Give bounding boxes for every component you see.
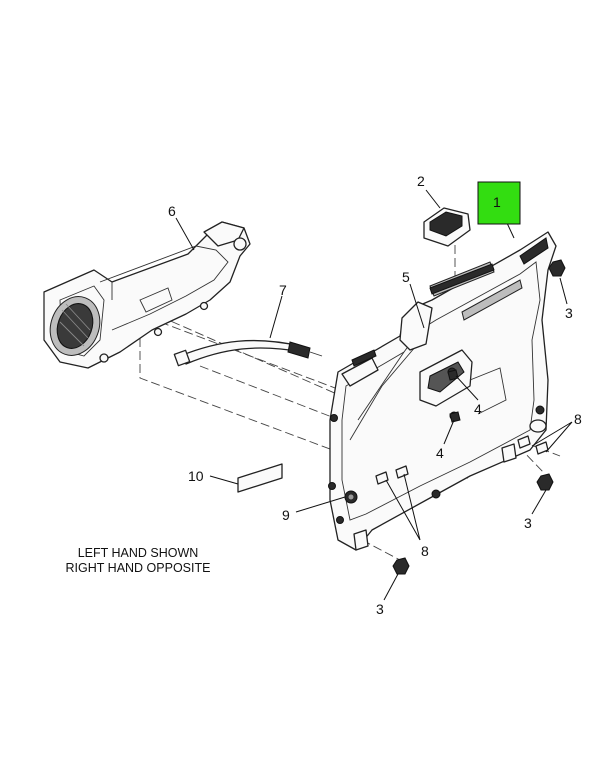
callout-3-right: 3 (524, 515, 532, 531)
callout-4-upper: 4 (474, 401, 482, 417)
callout-5: 5 (402, 269, 410, 285)
callout-7: 7 (279, 282, 287, 298)
push-nut-parts (392, 259, 566, 575)
clip-parts-8 (375, 435, 549, 485)
callout-9: 9 (282, 507, 290, 523)
callout-1: 1 (493, 194, 501, 210)
callout-3-top-right: 3 (565, 305, 573, 321)
wiring-harness-part (173, 339, 323, 367)
handle-insert-part (423, 207, 471, 247)
callout-8-right: 8 (574, 411, 582, 427)
door-trim-panel-part (328, 231, 557, 551)
callout-10: 10 (188, 468, 204, 484)
note-line-2: RIGHT HAND OPPOSITE (66, 561, 211, 575)
callout-6: 6 (168, 203, 176, 219)
callout-numbers: 1 2 3 3 3 4 4 5 6 7 8 8 9 10 (168, 173, 582, 617)
callout-4-lower: 4 (436, 445, 444, 461)
note-line-1: LEFT HAND SHOWN (78, 546, 199, 560)
callout-8-bottom: 8 (421, 543, 429, 559)
callout-2: 2 (417, 173, 425, 189)
clip-part-9 (344, 490, 358, 504)
callout-1-highlight (477, 181, 521, 225)
callout-3-bottom: 3 (376, 601, 384, 617)
speaker-bracket-part (43, 221, 251, 369)
foam-pad-part (237, 463, 283, 493)
orientation-note: LEFT HAND SHOWN RIGHT HAND OPPOSITE (66, 546, 211, 575)
